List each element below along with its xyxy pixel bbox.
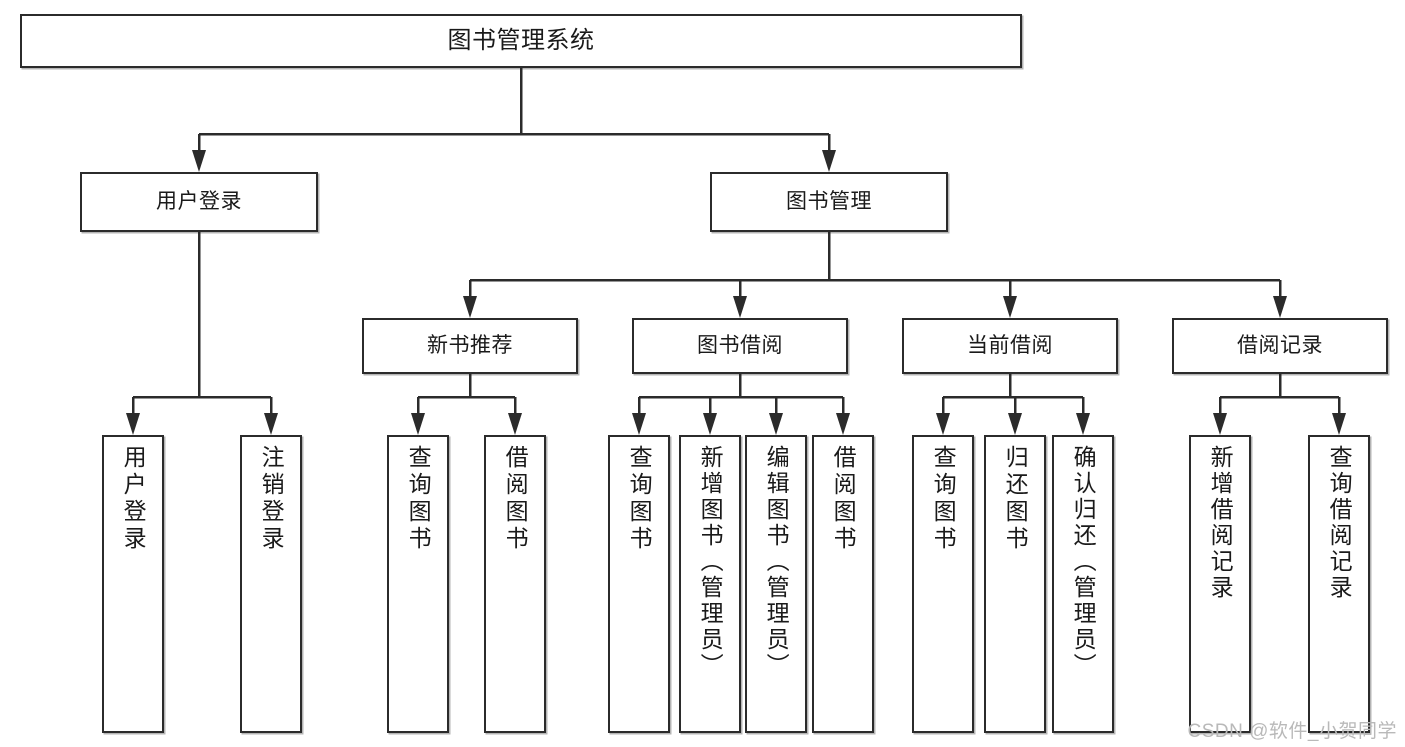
node-c-return[interactable]: 归还图书: [984, 435, 1046, 733]
node-b-borrow[interactable]: 借阅图书: [812, 435, 874, 733]
connector-arrowhead: [733, 296, 747, 318]
node-records[interactable]: 借阅记录: [1172, 318, 1388, 374]
connector-arrowhead: [126, 413, 140, 435]
connector-arrowhead: [1273, 296, 1287, 318]
node-newbook[interactable]: 新书推荐: [362, 318, 578, 374]
connector-arrowhead: [936, 413, 950, 435]
node-label: 借阅图书: [830, 445, 857, 553]
connector-arrowhead: [1008, 413, 1022, 435]
node-current[interactable]: 当前借阅: [902, 318, 1118, 374]
connector-arrowhead: [411, 413, 425, 435]
node-label: 用户登录: [156, 189, 242, 213]
node-n-borrow[interactable]: 借阅图书: [484, 435, 546, 733]
node-label: 查询借阅记录: [1326, 445, 1353, 601]
node-r-query[interactable]: 查询借阅记录: [1308, 435, 1370, 733]
node-bookmg[interactable]: 图书管理: [710, 172, 948, 232]
connector-arrowhead: [463, 296, 477, 318]
node-borrow[interactable]: 图书借阅: [632, 318, 848, 374]
connector-arrowhead: [192, 150, 206, 172]
node-label: 借阅记录: [1237, 333, 1323, 357]
node-n-query[interactable]: 查询图书: [387, 435, 449, 733]
connector-arrowhead: [1003, 296, 1017, 318]
node-label: 新增图书（管理员）: [697, 445, 724, 679]
node-label: 归还图书: [1002, 445, 1029, 553]
connector-arrowhead: [1213, 413, 1227, 435]
node-b-add[interactable]: 新增图书（管理员）: [679, 435, 741, 733]
node-label: 查询图书: [930, 445, 957, 553]
node-root[interactable]: 图书管理系统: [20, 14, 1022, 68]
connector-arrowhead: [508, 413, 522, 435]
node-label: 确认归还（管理员）: [1070, 445, 1097, 679]
node-c-confirm[interactable]: 确认归还（管理员）: [1052, 435, 1114, 733]
connector-arrowhead: [836, 413, 850, 435]
connector-arrowhead: [822, 150, 836, 172]
connector-arrowhead: [1332, 413, 1346, 435]
connector-arrowhead: [769, 413, 783, 435]
connector-arrowhead: [264, 413, 278, 435]
node-label: 图书管理系统: [447, 26, 595, 54]
node-r-add[interactable]: 新增借阅记录: [1189, 435, 1251, 733]
node-label: 新书推荐: [427, 333, 513, 357]
node-b-query[interactable]: 查询图书: [608, 435, 670, 733]
node-label: 借阅图书: [502, 445, 529, 553]
node-label: 注销登录: [258, 445, 285, 553]
node-label: 图书管理: [786, 189, 872, 213]
node-login[interactable]: 用户登录: [80, 172, 318, 232]
connector-arrowhead: [632, 413, 646, 435]
connector-arrowhead: [703, 413, 717, 435]
node-c-query[interactable]: 查询图书: [912, 435, 974, 733]
node-label: 查询图书: [626, 445, 653, 553]
node-label: 当前借阅: [967, 333, 1053, 357]
node-b-edit[interactable]: 编辑图书（管理员）: [745, 435, 807, 733]
node-label: 图书借阅: [697, 333, 783, 357]
node-label: 编辑图书（管理员）: [763, 445, 790, 679]
node-l-logout[interactable]: 注销登录: [240, 435, 302, 733]
node-l-login[interactable]: 用户登录: [102, 435, 164, 733]
node-label: 用户登录: [120, 445, 147, 553]
node-label: 新增借阅记录: [1207, 445, 1234, 601]
connector-arrowhead: [1076, 413, 1090, 435]
node-label: 查询图书: [405, 445, 432, 553]
